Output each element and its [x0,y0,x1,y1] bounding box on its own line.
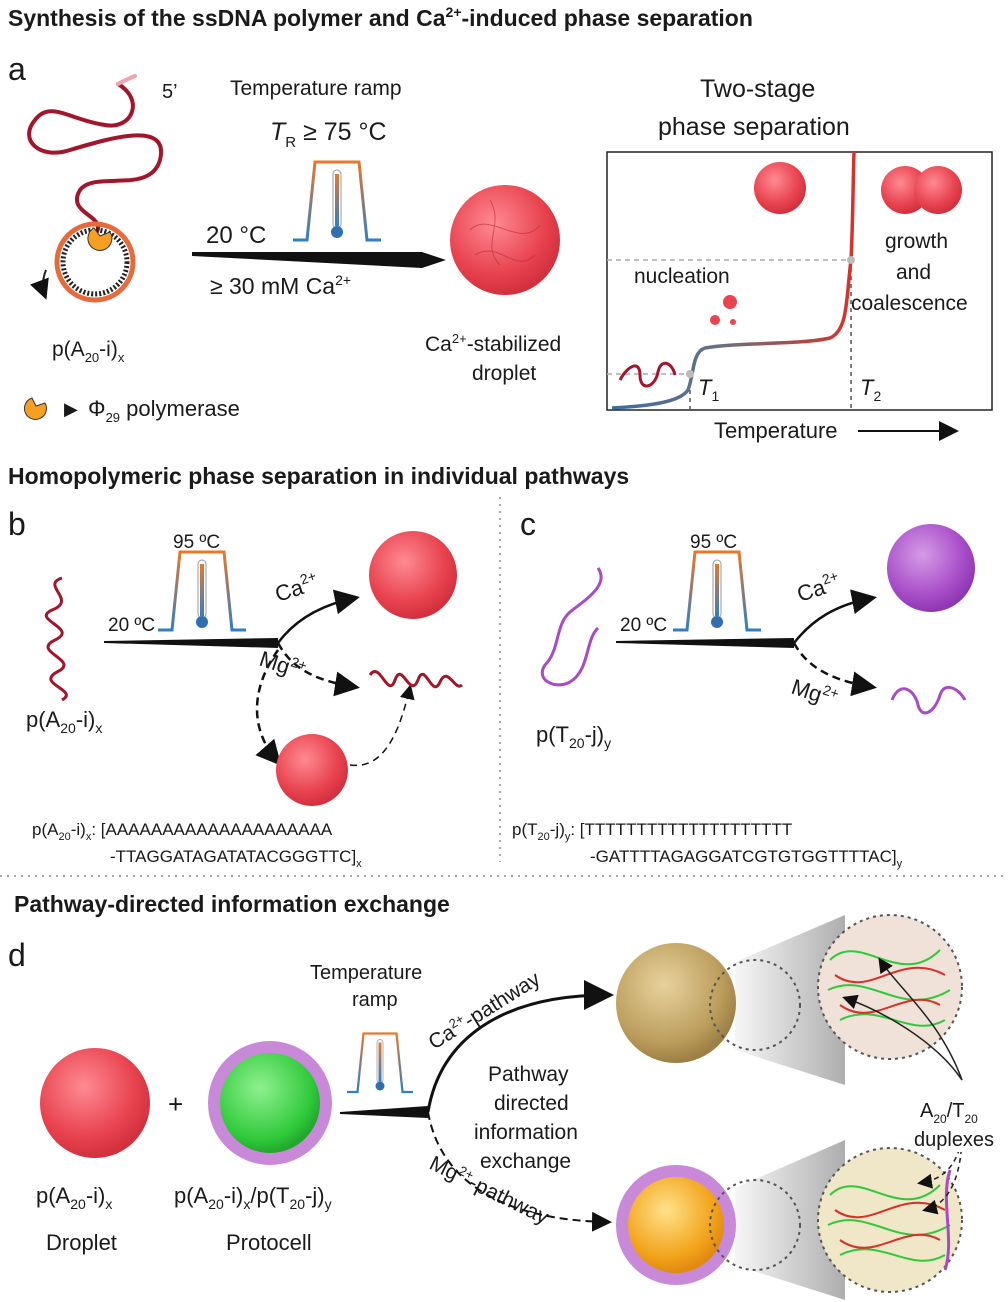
panel-d-letter: d [8,937,26,973]
plus-sign: + [168,1089,183,1119]
b-intermediate-droplet [276,734,348,806]
b-polymer-label: p(A20-i)x [26,707,102,736]
d-center-l3: information [474,1121,578,1144]
d-mg-zoom-detail [817,1147,963,1293]
c-polymer-label: p(T20-j)y [536,722,611,751]
thermometer-icon-b [156,550,248,632]
section2-title: Homopolymeric phase separation in indivi… [8,463,629,489]
section3-title: Pathway-directed information exchange [14,891,450,917]
b-ca-label: Ca2+ [271,567,321,606]
dna-coil-c [541,567,603,687]
thermometer-icon-d [345,1032,415,1094]
t2-label: T2 [860,375,881,404]
d-mg-outcome-core [628,1177,724,1273]
c-high-temp: 95 ºC [690,532,737,553]
thermometer-icon-c [671,550,763,632]
duplex-label-l1: A20/T20 [920,1100,978,1126]
five-prime-label: 5’ [162,81,178,103]
d-ramp-l2: ramp [352,989,398,1011]
c-mg-label: Mg2+ [788,672,841,712]
ca-droplet-a [450,185,560,295]
d-ca-pathway: Ca2+-pathway [423,966,544,1055]
d-protocell-polymers: p(A20-i)x/p(T20-j)y [174,1183,332,1212]
polymerase-legend: ▶ Φ29 polymerase [23,396,240,425]
plot-title-l2: phase separation [658,113,850,141]
t1-label: T1 [698,375,719,404]
d-mg-zoom-circle [709,1179,801,1271]
droplet-label-l1: Ca2+-stabilized [425,331,561,356]
panel-b-letter: b [8,506,26,542]
c-sequence-l1: p(T20-j)y: [TTTTTTTTTTTTTTTTTTTT [512,820,792,843]
growth-label-l3: coalescence [851,292,968,315]
d-center-l4: exchange [480,1150,571,1173]
plot-title-l1: Two-stage [700,75,815,103]
c-ca-label: Ca2+ [793,567,843,606]
b-mg-label: Mg2+ [256,644,309,684]
arrow-c-main [616,638,794,648]
b-low-temp: 20 ºC [108,615,155,636]
section1-title: Synthesis of the ssDNA polymer and Ca2+-… [8,4,753,31]
d-ca-outcome-droplet [616,943,736,1063]
duplex-label-l2: duplexes [914,1129,994,1151]
arrow-b-main [104,638,278,648]
plot-frame [606,151,993,411]
arrow-a [192,252,446,268]
d-ca-zoom-circle [709,959,801,1051]
phase-curve [611,151,856,410]
panel-c-letter: c [520,506,536,542]
polymerase-legend-icon [23,397,47,420]
c-sequence-l2: -GATTTTAGAGGATCGTGTGGTTTTAC]y [590,847,903,870]
polymerase-icon [87,227,113,251]
legend-arrow-icon: ▶ [64,399,78,419]
x-axis-label: Temperature [714,418,838,443]
ca-concentration: ≥ 30 mM Ca2+ [210,272,351,299]
b-high-temp: 95 ºC [173,532,220,553]
b-sequence-l2: -TTAGGATAGATATACGGGTTC]x [110,847,362,870]
d-center-l1: Pathway [488,1063,569,1086]
growth-label-l1: growth [885,230,948,253]
b-sequence-l1: p(A20-i)x: [AAAAAAAAAAAAAAAAAAAA [32,820,333,843]
arrow-d-main [340,1106,428,1118]
d-droplet-polymer: p(A20-i)x [36,1183,112,1212]
d-ramp-l1: Temperature [310,962,422,984]
thermometer-icon-a [291,160,383,242]
d-center-l2: directed [494,1092,569,1115]
b-ca-droplet [369,531,457,619]
rolling-circle-dna [27,74,164,303]
nucleation-label: nucleation [634,265,730,288]
c-low-temp: 20 ºC [620,615,667,636]
growth-label-l2: and [896,261,931,284]
d-protocell-core [220,1053,320,1153]
panel-a-letter: a [8,51,26,87]
b-mg-coil [368,670,464,689]
d-droplet-label: Droplet [46,1230,117,1255]
droplet-label-l2: droplet [472,362,536,385]
c-ca-droplet [887,524,975,612]
svg-text:Φ29 polymerase: Φ29 polymerase [88,396,240,425]
dna-coil-b [44,576,68,702]
c-mg-coil [890,685,967,715]
tr-label: TR ≥ 75 °C [270,118,387,151]
temp-ramp-label-a: Temperature ramp [230,77,402,100]
d-droplet [40,1048,150,1158]
polymer-label-a: p(A20-i)x [52,338,125,365]
d-protocell-label: Protocell [226,1230,312,1255]
start-temp-a: 20 °C [206,222,266,249]
